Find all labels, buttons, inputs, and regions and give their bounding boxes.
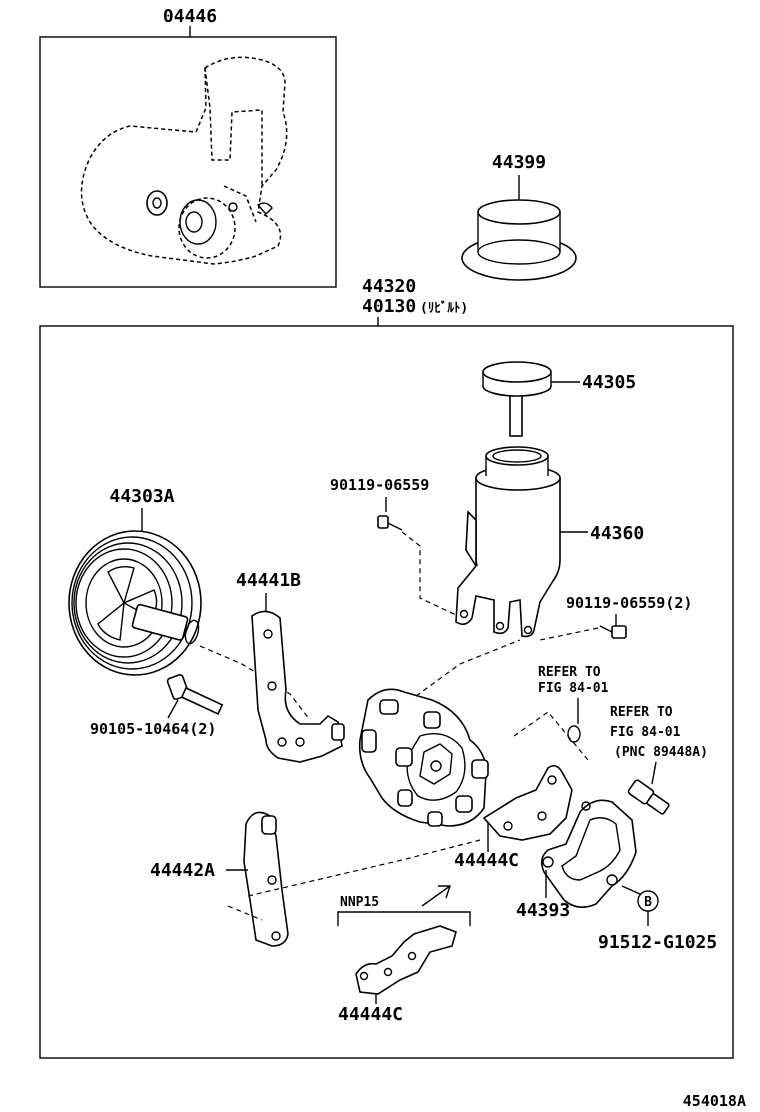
pulley-label: 44303A [109, 486, 174, 507]
bracket-1 [251, 610, 345, 763]
cap-number: 44399 [492, 152, 546, 173]
bolt-1 [377, 515, 403, 531]
kit-pump-ghost [80, 56, 288, 265]
bracket-2 [243, 811, 289, 947]
bracket-4-label: 44444C [338, 1004, 403, 1025]
bracket-2-label: 44442A [150, 860, 215, 881]
bolt-2 [599, 625, 627, 639]
o-ring [567, 725, 581, 743]
bracket-3 [482, 764, 573, 841]
kit-seal [179, 199, 217, 245]
note-label: NNP15 [340, 895, 379, 910]
assembly-box [39, 325, 734, 1059]
assembly-number: 44320 [362, 276, 416, 297]
arrow-icon [421, 885, 451, 907]
bolt-3-label: 90105-10464(2) [90, 720, 216, 738]
ref1-line1: REFER TO [538, 665, 601, 680]
stud-label: 91512-G1025 [598, 932, 717, 953]
note-bracket [337, 911, 471, 926]
kit-number: 04446 [163, 6, 217, 27]
reservoir-cap-label: 44305 [582, 372, 636, 393]
assembly-alt-note: (ﾘﾋﾞﾙﾄ) [420, 300, 468, 316]
kit-box [39, 36, 337, 288]
gasket-label: 44393 [516, 900, 570, 921]
ref1-line2: FIG 84-01 [538, 681, 609, 696]
gasket [540, 799, 637, 908]
reservoir-label: 44360 [590, 523, 644, 544]
bracket-3-label: 44444C [454, 850, 519, 871]
bolt-3 [166, 673, 224, 716]
bracket-1-label: 44441B [236, 570, 301, 591]
ref2-line3: (PNC 89448A) [614, 745, 708, 760]
bolt-1-label: 90119-06559 [330, 476, 429, 494]
bracket-4 [355, 925, 457, 995]
ref2-line1: REFER TO [610, 705, 673, 720]
kit-bearing [146, 190, 168, 216]
reservoir [455, 446, 561, 638]
sensor [627, 779, 670, 815]
pulley [68, 530, 202, 676]
bolt-2-label: 90119-06559(2) [566, 594, 692, 612]
ref2-line2: FIG 84-01 [610, 725, 681, 740]
cap-44399 [461, 199, 577, 281]
reservoir-cap [482, 361, 552, 437]
assembly-alt-number: 40130 [362, 296, 416, 317]
callout-marker: B [644, 895, 652, 910]
pump-body [358, 688, 489, 827]
figure-id: 454018A [683, 1092, 746, 1110]
